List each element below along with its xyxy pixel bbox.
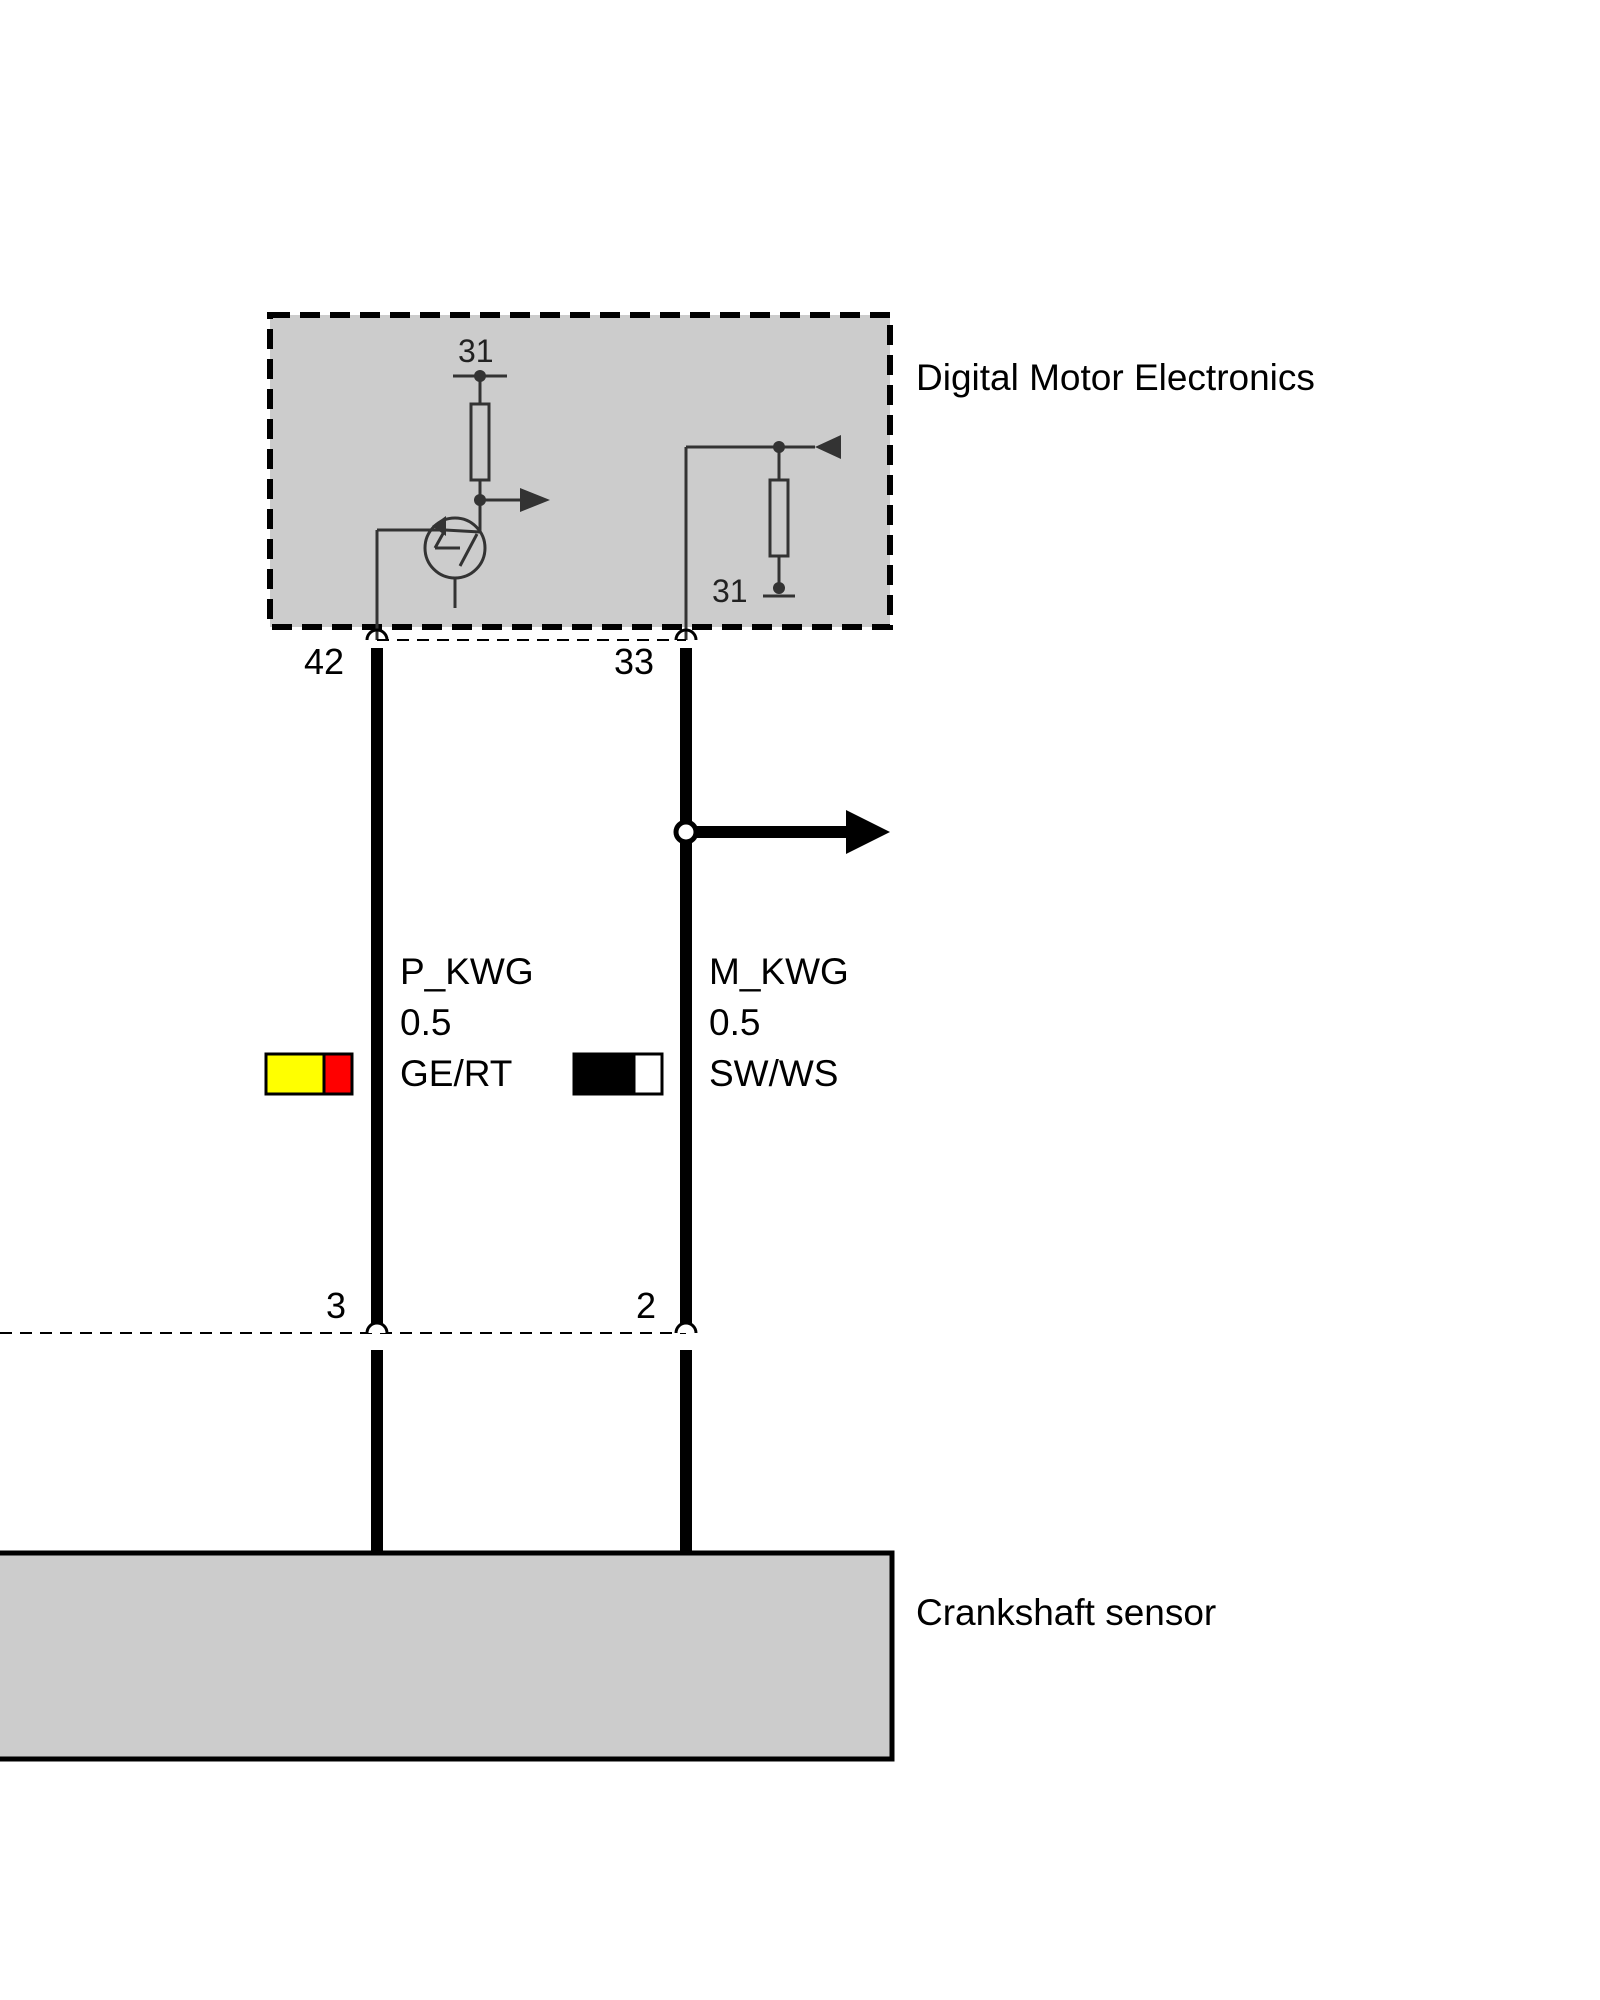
crankshaft-sensor-label: Crankshaft sensor bbox=[916, 1592, 1216, 1633]
wire-signal-m-kwg: M_KWG bbox=[709, 951, 849, 992]
pin-socket bbox=[365, 628, 389, 641]
dme-internal-transistor-circuit bbox=[375, 374, 520, 640]
ground-label: 31 bbox=[712, 573, 748, 609]
wire-signal-p-kwg: P_KWG bbox=[400, 951, 534, 992]
signal-output-arrow bbox=[520, 488, 550, 512]
junction-dot bbox=[773, 441, 785, 453]
pin-socket bbox=[365, 1321, 389, 1334]
pin-label-42: 42 bbox=[304, 641, 344, 682]
dme-label: Digital Motor Electronics bbox=[916, 357, 1315, 398]
wire-gauge-m-kwg: 0.5 bbox=[709, 1002, 760, 1043]
color-swatch-ge-rt bbox=[264, 1052, 354, 1096]
crankshaft-sensor-box[interactable] bbox=[0, 1550, 895, 1762]
signal-input-arrow bbox=[815, 435, 841, 459]
wire-color-code-m-kwg: SW/WS bbox=[709, 1053, 838, 1094]
dme-internal-reference-circuit bbox=[684, 445, 815, 640]
wire-color-code-p-kwg: GE/RT bbox=[400, 1053, 512, 1094]
ground-dot bbox=[773, 582, 785, 594]
color-swatch-sw-ws bbox=[572, 1052, 664, 1096]
pin-socket bbox=[674, 628, 698, 641]
pin-socket bbox=[674, 1321, 698, 1334]
splice-point bbox=[673, 819, 699, 845]
junction-dot bbox=[474, 370, 486, 382]
dme-box[interactable] bbox=[267, 312, 893, 630]
branch-arrow[interactable] bbox=[846, 810, 890, 854]
pin-label-33: 33 bbox=[614, 641, 654, 682]
wire-gauge-p-kwg: 0.5 bbox=[400, 1002, 451, 1043]
pin-label-3: 3 bbox=[326, 1285, 346, 1326]
ground-label: 31 bbox=[458, 333, 494, 369]
pin-label-2: 2 bbox=[636, 1285, 656, 1326]
junction-dot bbox=[474, 494, 486, 506]
emitter-arrow bbox=[432, 516, 446, 536]
